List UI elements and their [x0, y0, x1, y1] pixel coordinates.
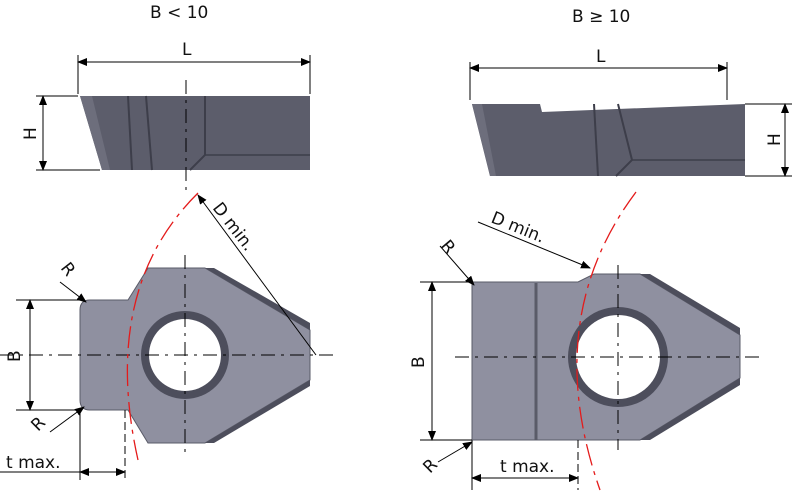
right-top-view [420, 191, 760, 491]
right-depth-label: t max. [500, 457, 555, 477]
right-height-label: H [765, 133, 785, 146]
right-length-label: L [596, 47, 606, 67]
right-diameter-label: D min. [488, 208, 547, 248]
right-radius-bottom-label: R [419, 455, 442, 478]
right-title: B ≥ 10 [572, 7, 630, 27]
left-radius-bottom-label: R [27, 413, 50, 436]
left-width-label: B [5, 350, 25, 362]
left-length-label: L [182, 40, 192, 60]
right-width-label: B [409, 356, 429, 368]
left-depth-label: t max. [6, 453, 61, 473]
left-title: B < 10 [150, 3, 208, 23]
left-side-view [36, 55, 311, 190]
left-top-view [0, 192, 335, 480]
left-radius-top-label: R [56, 259, 79, 281]
left-diameter-label: D min. [208, 199, 258, 255]
left-height-label: H [21, 127, 41, 140]
right-side-view [469, 62, 792, 177]
